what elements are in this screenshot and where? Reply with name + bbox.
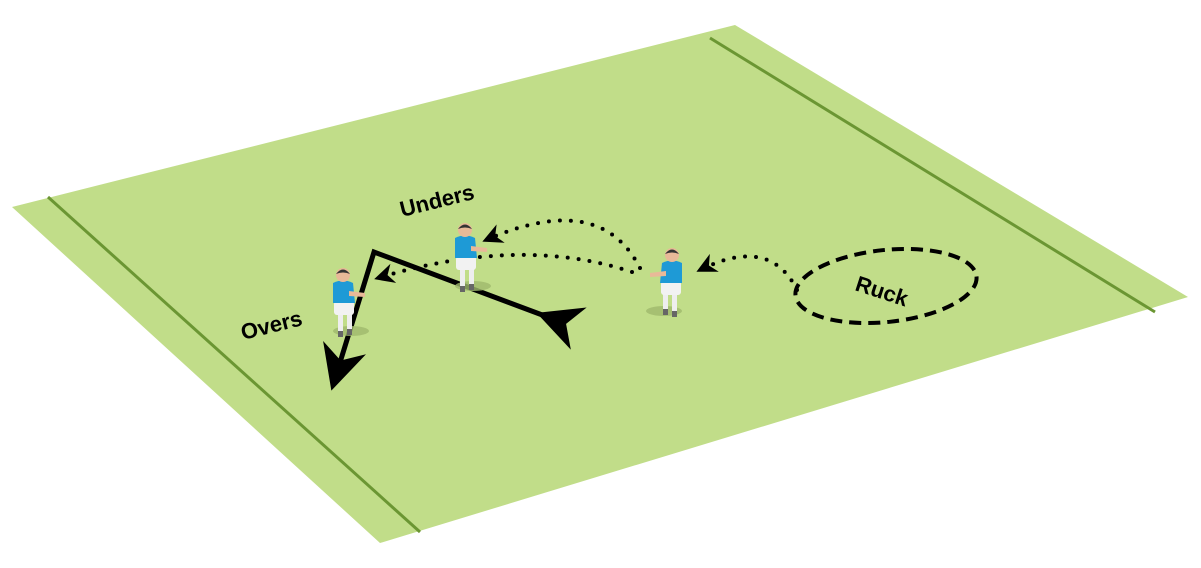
pitch <box>12 25 1188 543</box>
pass-to-overs <box>374 252 634 283</box>
left-touchline <box>46 195 422 534</box>
ruck-area <box>793 246 979 326</box>
right-touchline <box>709 36 1156 314</box>
pass-to-unders <box>482 218 642 270</box>
overs-unders-run-line <box>323 248 587 391</box>
pass-from-ruck <box>696 253 799 292</box>
